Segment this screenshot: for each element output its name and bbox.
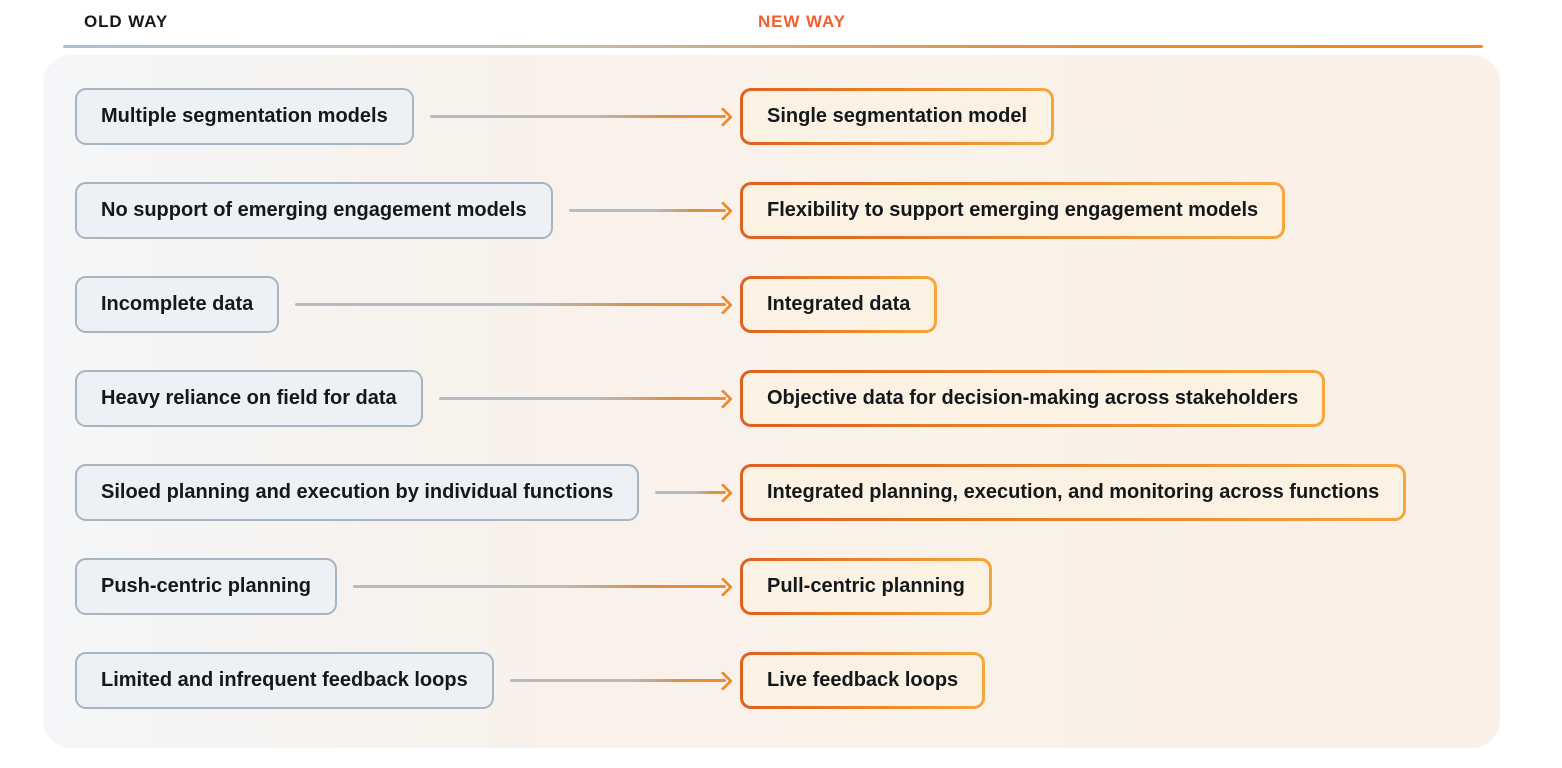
old-way-zone: Incomplete data <box>75 276 740 333</box>
new-way-box: Integrated planning, execution, and moni… <box>740 464 1406 521</box>
old-way-zone: Heavy reliance on field for data <box>75 370 740 427</box>
arrow-icon <box>438 388 733 409</box>
arrow-head-icon <box>713 388 733 409</box>
arrow-head-icon <box>713 670 733 691</box>
comparison-row: Incomplete data Integrated data <box>75 276 1468 333</box>
new-way-box: Flexibility to support emerging engageme… <box>740 182 1285 239</box>
old-way-box: Siloed planning and execution by individ… <box>75 464 640 521</box>
comparison-row: Limited and infrequent feedback loops Li… <box>75 652 1468 709</box>
arrow-shaft <box>655 491 726 494</box>
old-way-zone: Multiple segmentation models <box>75 88 740 145</box>
arrow-icon <box>295 294 733 315</box>
new-way-box: Live feedback loops <box>740 652 985 709</box>
arrow-icon <box>655 482 733 503</box>
old-way-zone: Push-centric planning <box>75 558 740 615</box>
new-way-box: Integrated data <box>740 276 937 333</box>
arrow-icon <box>353 576 733 597</box>
comparison-row: Heavy reliance on field for data Objecti… <box>75 370 1468 427</box>
old-way-zone: Limited and infrequent feedback loops <box>75 652 740 709</box>
old-way-box: Limited and infrequent feedback loops <box>75 652 494 709</box>
arrow-head-icon <box>713 106 733 127</box>
new-way-box: Objective data for decision-making acros… <box>740 370 1325 427</box>
arrow-icon <box>509 670 733 691</box>
arrow-shaft <box>509 679 726 682</box>
comparison-rows: Multiple segmentation models Single segm… <box>75 88 1468 709</box>
arrow-head-icon <box>713 200 733 221</box>
arrow-shaft <box>353 585 726 588</box>
new-way-box: Single segmentation model <box>740 88 1054 145</box>
old-way-zone: Siloed planning and execution by individ… <box>75 464 740 521</box>
comparison-row: No support of emerging engagement models… <box>75 182 1468 239</box>
header-divider-line <box>63 45 1483 48</box>
comparison-row: Multiple segmentation models Single segm… <box>75 88 1468 145</box>
arrow-shaft <box>429 115 726 118</box>
arrow-icon <box>429 106 733 127</box>
arrow-head-icon <box>713 482 733 503</box>
old-way-heading: OLD WAY <box>84 12 169 31</box>
old-way-box: Push-centric planning <box>75 558 338 615</box>
comparison-row: Push-centric planning Pull-centric plann… <box>75 558 1468 615</box>
arrow-head-icon <box>713 576 733 597</box>
old-way-box: No support of emerging engagement models <box>75 182 553 239</box>
arrow-shaft <box>295 303 726 306</box>
arrow-shaft <box>568 209 726 212</box>
old-way-box: Multiple segmentation models <box>75 88 414 145</box>
arrow-head-icon <box>713 294 733 315</box>
old-way-zone: No support of emerging engagement models <box>75 182 740 239</box>
comparison-row: Siloed planning and execution by individ… <box>75 464 1468 521</box>
comparison-panel: Multiple segmentation models Single segm… <box>43 55 1500 748</box>
old-way-box: Incomplete data <box>75 276 280 333</box>
new-way-heading: NEW WAY <box>758 12 846 31</box>
arrow-shaft <box>438 397 726 400</box>
arrow-icon <box>568 200 733 221</box>
new-way-box: Pull-centric planning <box>740 558 992 615</box>
old-way-box: Heavy reliance on field for data <box>75 370 423 427</box>
